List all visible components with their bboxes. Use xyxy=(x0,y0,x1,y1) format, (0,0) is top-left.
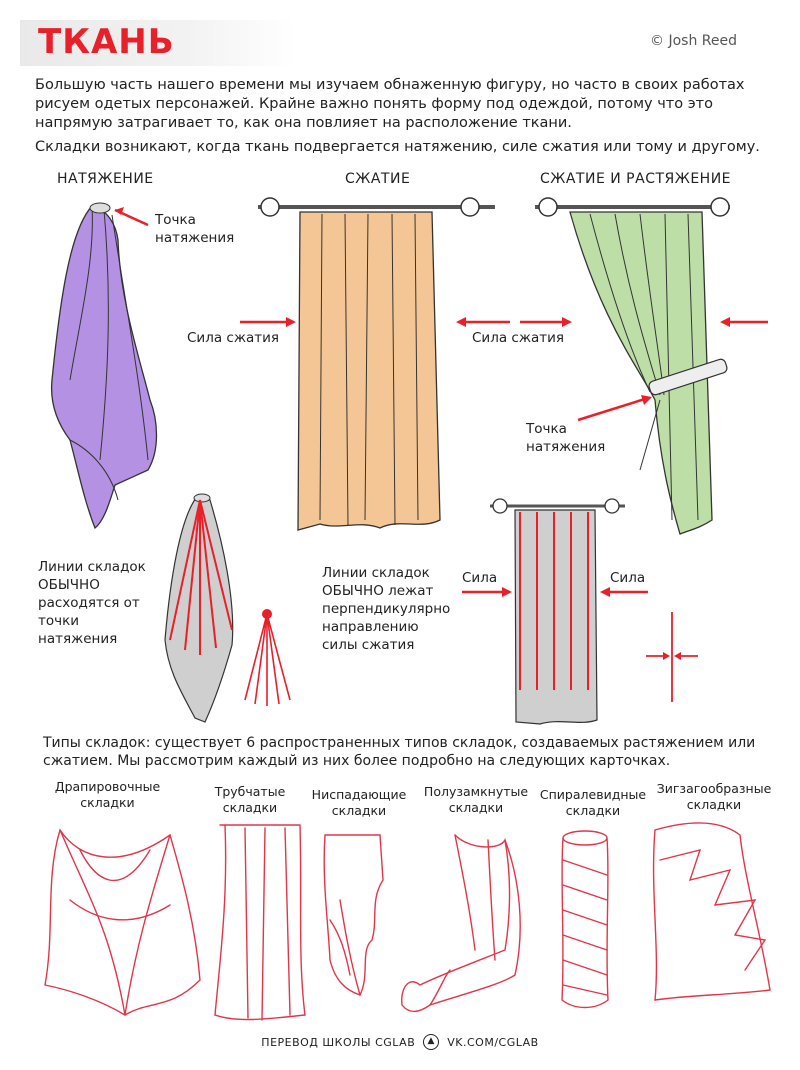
cglab-logo-icon: ▲ xyxy=(423,1034,440,1050)
compression-force-label-right: Сила сжатия xyxy=(472,330,565,346)
spiral-folds-sketch xyxy=(561,830,609,1009)
footer-school-credit: ПЕРЕВОД ШКОЛЫ CGLAB xyxy=(261,1036,416,1049)
force-label-left: Сила xyxy=(462,570,498,586)
force-label-right: Сила xyxy=(610,570,646,586)
footer: ПЕРЕВОД ШКОЛЫ CGLAB ▲ VK.COM/CGLAB xyxy=(0,1034,800,1051)
section-both-heading: СЖАТИЕ И РАСТЯЖЕНИЕ xyxy=(540,171,732,187)
fold-lines-compression-label: Линии складок ОБЫЧНО лежат перпендикуляр… xyxy=(322,565,451,653)
title-band xyxy=(20,20,295,66)
page-title: ТКАНЬ xyxy=(38,22,175,62)
footer-vk-link[interactable]: VK.COM/CGLAB xyxy=(447,1036,539,1049)
half-lock-folds-sketch xyxy=(401,834,521,1013)
section-compression-heading: СЖАТИЕ xyxy=(345,171,411,187)
drapery-folds-sketch xyxy=(44,828,201,1016)
intro-summary: Складки возникают, когда ткань подвергае… xyxy=(35,139,760,155)
section-tension-heading: НАТЯЖЕНИЕ xyxy=(57,171,154,187)
compression-force-label-left: Сила сжатия xyxy=(187,330,280,346)
zigzag-folds-sketch xyxy=(652,822,771,1001)
fold-lines-tension-label: Линии складок ОБЫЧНО расходятся от точки… xyxy=(38,559,146,647)
intro-paragraph: Большую часть нашего времени мы изучаем … xyxy=(35,77,745,131)
tubular-folds-sketch xyxy=(214,824,306,1021)
falling-folds-sketch xyxy=(323,834,384,996)
author-credit: © Josh Reed xyxy=(650,33,737,49)
fold-types-intro: Типы складок: существует 6 распространен… xyxy=(43,735,756,769)
